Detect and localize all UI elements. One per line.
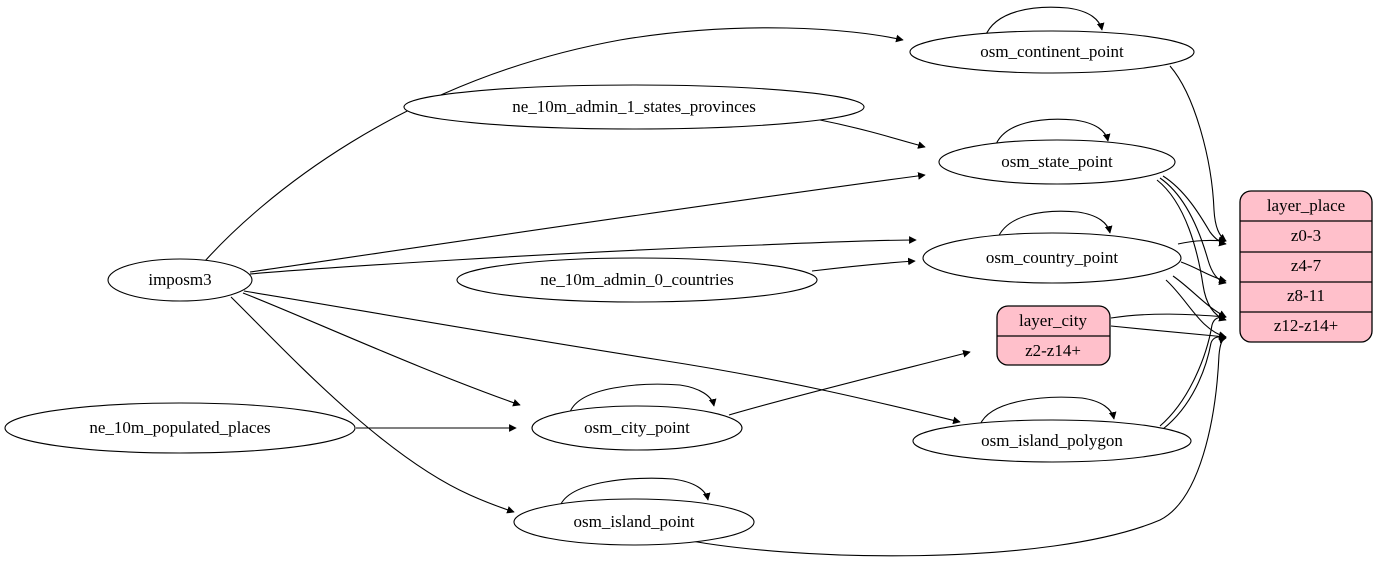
node-osm-city-point[interactable]: osm_city_point [531,405,743,451]
node-osm-state-point[interactable]: osm_state_point [938,139,1176,185]
node-osm-continent-point[interactable]: osm_continent_point [909,30,1195,74]
node-label-osm-island-polygon: osm_island_polygon [981,431,1123,450]
node-ne-10m-populated-places[interactable]: ne_10m_populated_places [4,402,356,454]
record-layer-city[interactable]: layer_city z2-z14+ [996,305,1111,366]
edge-osm-island-point-layer-place-z12-z14 [675,335,1227,557]
edge-osm-continent-point-layer-place-z0-3 [1169,65,1227,242]
node-label-osm-island-point: osm_island_point [574,512,695,531]
record-layer-place[interactable]: layer_place z0-3 z4-7 z8-11 z12-z14+ [1239,190,1373,343]
node-osm-country-point[interactable]: osm_country_point [922,232,1182,284]
edge-self-osm-country-point [996,210,1113,241]
edge-self-osm-continent-point [984,6,1105,38]
edge-osm-island-polygon-layer-place-z8-11 [1159,313,1227,427]
edge-imposm3-osm-city-point [242,292,521,407]
node-label-osm-city-point: osm_city_point [584,418,690,437]
record-row-layer-city-z2-z14[interactable]: z2-z14+ [1025,341,1081,360]
edge-osm-state-point-layer-place-z8-11 [1156,179,1227,322]
edge-imposm3-osm-island-point [230,296,515,514]
edge-osm-country-point-layer-place-z4-7 [1180,261,1227,284]
node-ne-10m-admin-0-countries[interactable]: ne_10m_admin_0_countries [456,257,818,303]
edge-imposm3-osm-state-point [249,172,926,273]
node-label-ne-countries: ne_10m_admin_0_countries [540,270,734,289]
edge-layer-city-layer-place-z8-11 [1110,312,1227,321]
edge-ne-states-osm-state-point [819,119,926,149]
record-layer: layer_place z0-3 z4-7 z8-11 z12-z14+ lay… [996,190,1373,366]
node-ne-10m-admin-1-states-provinces[interactable]: ne_10m_admin_1_states_provinces [403,84,865,130]
edge-osm-state-point-layer-place-z0-3 [1162,175,1227,247]
edge-self-osm-island-polygon [979,396,1117,426]
node-label-osm-country-point: osm_country_point [986,248,1118,267]
record-row-layer-place-title: layer_place [1267,196,1345,215]
record-row-layer-place-z0-3[interactable]: z0-3 [1291,226,1321,245]
node-label-ne-states: ne_10m_admin_1_states_provinces [512,97,756,116]
edge-osm-country-point-layer-place-z0-3 [1177,236,1227,245]
node-imposm3[interactable]: imposm3 [107,258,253,302]
node-label-imposm3: imposm3 [148,270,211,289]
edge-layer [204,6,1227,557]
record-row-layer-place-z12-z14[interactable]: z12-z14+ [1274,316,1338,335]
edge-imposm3-osm-continent-point [204,27,904,262]
edge-osm-city-point-layer-city-z2-z14 [728,349,971,416]
edge-self-osm-island-point [559,477,711,507]
node-osm-island-point[interactable]: osm_island_point [513,498,755,546]
edge-imposm3-osm-country-point [249,236,917,275]
edge-imposm3-osm-island-polygon [243,290,961,425]
record-row-layer-place-z4-7[interactable]: z4-7 [1291,256,1322,275]
edge-ne-countries-osm-country-point [811,257,916,272]
edge-layer-city-layer-place-z12-z14 [1110,325,1227,341]
node-osm-island-polygon[interactable]: osm_island_polygon [912,419,1192,463]
record-row-layer-city-title: layer_city [1019,311,1087,330]
node-label-ne-populated: ne_10m_populated_places [89,418,270,437]
edge-self-osm-city-point [569,383,717,413]
node-label-osm-state-point: osm_state_point [1001,152,1113,171]
node-layer: imposm3 ne_10m_admin_1_states_provinces … [4,30,1195,546]
edge-osm-country-point-layer-place-z12-z14 [1165,279,1227,339]
record-row-layer-place-z8-11[interactable]: z8-11 [1287,286,1325,305]
edge-self-osm-state-point [994,118,1111,148]
node-label-osm-continent-point: osm_continent_point [980,42,1124,61]
